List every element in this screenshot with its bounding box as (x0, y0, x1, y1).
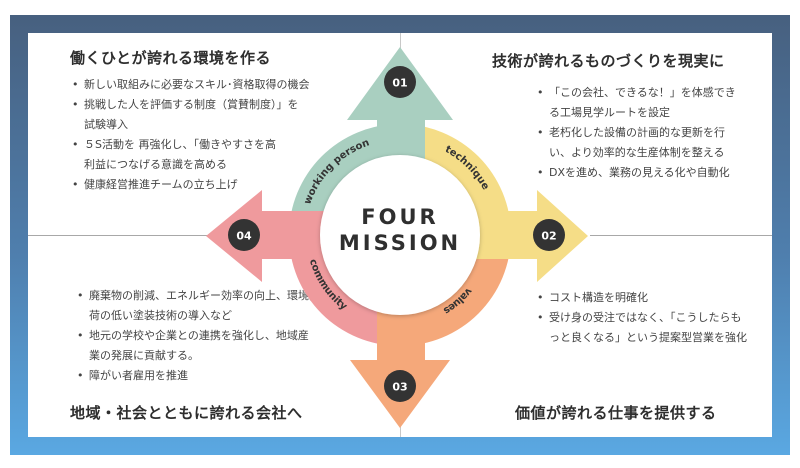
badge-04-text: 04 (236, 230, 252, 243)
badge-01: 01 (384, 66, 416, 98)
badge-03: 03 (384, 370, 416, 402)
mission-04-heading: 地域・社会とともに誇れる会社へ (70, 404, 303, 422)
list-item: 廃棄物の削減、エネルギー効率の向上、環境負荷の低い塗装技術の導入など (75, 286, 325, 326)
arrow-up-01 (347, 47, 453, 235)
divider-left (28, 235, 208, 236)
badge-03-text: 03 (392, 381, 407, 394)
ring-segment-values (400, 235, 511, 346)
center-title-line2: MISSION (339, 231, 461, 255)
ring-segment-working-person (289, 124, 400, 235)
mission-03-list: コスト構造を明確化 受け身の受注ではなく、「こうしたらもっと良くなる」という提案… (535, 288, 750, 348)
list-item: ５S活動を 再強化し、「働きやすさを高利益につなげる意識を高める (70, 135, 284, 175)
list-item: コスト構造を明確化 (535, 288, 750, 308)
badge-04: 04 (228, 219, 260, 251)
mission-04-list: 廃棄物の削減、エネルギー効率の向上、環境負荷の低い塗装技術の導入など 地元の学校… (75, 286, 325, 386)
mission-02-list: 「この会社、できるな！」を体感できる工場見学ルートを設定 老朽化した設備の計画的… (535, 83, 740, 183)
divider-right (590, 235, 772, 236)
list-item: 新しい取組みに必要なスキル･資格取得の機会 (70, 75, 330, 95)
list-item: 挑戦した人を評価する制度（賞賛制度）」を試験導入 (70, 95, 309, 135)
list-item: 健康経営推進チームの立ち上げ (70, 175, 330, 195)
mission-01-heading: 働くひとが誇れる環境を作る (70, 49, 272, 67)
mission-02-heading: 技術が誇れるものづくりを現実に (492, 52, 725, 70)
ring-segment-community (289, 235, 400, 346)
center-title-line1: FOUR (361, 205, 438, 229)
badge-01-text: 01 (392, 77, 407, 90)
list-item: DXを進め、業務の見える化や自動化 (535, 163, 740, 183)
ring-segment-technique (400, 124, 511, 235)
mission-01-list: 新しい取組みに必要なスキル･資格取得の機会 挑戦した人を評価する制度（賞賛制度）… (70, 75, 330, 195)
list-item: 障がい者雇用を推進 (75, 366, 325, 386)
mission-03-heading: 価値が誇れる仕事を提供する (515, 404, 717, 422)
center-circle (320, 155, 480, 315)
list-item: 「この会社、できるな！」を体感できる工場見学ルートを設定 (535, 83, 740, 123)
list-item: 老朽化した設備の計画的な更新を行い、より効率的な生産体制を整える (535, 123, 740, 163)
list-item: 地元の学校や企業との連携を強化し、地域産業の発展に貢献する。 (75, 326, 314, 366)
badge-02-text: 02 (541, 230, 556, 243)
list-item: 受け身の受注ではなく、「こうしたらもっと良くなる」という提案型営業を強化 (535, 308, 750, 348)
badge-02: 02 (533, 219, 565, 251)
